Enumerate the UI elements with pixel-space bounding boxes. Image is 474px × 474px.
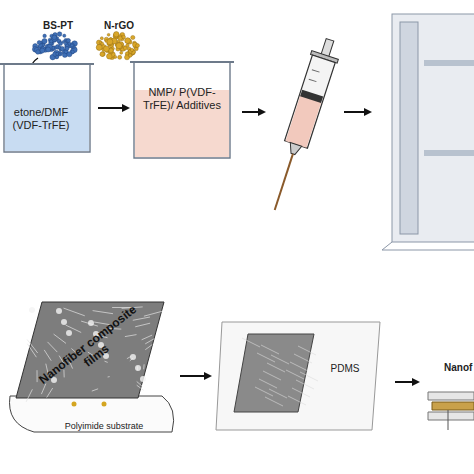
particle <box>43 34 47 38</box>
particle <box>130 48 133 51</box>
substrate-panel: Polyimide substrate Nanofiber composite f… <box>4 292 176 444</box>
particle <box>101 52 106 57</box>
particle <box>131 35 135 39</box>
particle <box>40 48 45 53</box>
particle <box>65 46 69 50</box>
particle <box>42 43 45 46</box>
particle <box>52 35 57 40</box>
particle <box>46 47 51 52</box>
process-arrow <box>242 111 264 113</box>
particle <box>50 40 53 43</box>
node-text: Polyimide substrate <box>44 420 164 433</box>
device-stack <box>428 392 474 430</box>
particle <box>60 46 64 50</box>
node-text: NMP/ P(VDF-TrFE)/ Additives <box>138 86 226 112</box>
electrospinning-apparatus <box>382 14 474 250</box>
particle <box>59 42 63 46</box>
particle <box>100 37 103 40</box>
particle <box>66 39 70 43</box>
particle <box>125 38 131 44</box>
particle <box>100 52 105 57</box>
particle <box>54 50 59 55</box>
particle <box>120 51 123 54</box>
nrgo-particles <box>96 32 139 60</box>
particle <box>107 33 110 36</box>
beaker: NMP/ P(VDF-TrFE)/ Additives <box>130 60 234 160</box>
particle <box>57 32 62 37</box>
particle <box>136 44 140 48</box>
particle <box>56 52 59 55</box>
particle <box>69 43 74 48</box>
particle <box>42 39 47 44</box>
label-text: BS-PT <box>43 20 73 31</box>
process-arrow <box>395 381 418 383</box>
syringe <box>261 35 343 214</box>
particle <box>37 41 41 45</box>
label-text: N-rGO <box>104 20 134 31</box>
particle <box>36 50 41 55</box>
label-text: Nanof <box>444 362 472 373</box>
particle <box>107 39 113 45</box>
node-outline <box>212 318 384 434</box>
film-panel: Nanofiber composite films <box>12 298 168 402</box>
pdms-panel: PDMS <box>212 318 384 434</box>
bspt-particles <box>32 32 77 60</box>
particle <box>122 35 126 39</box>
particle <box>101 42 104 45</box>
process-arrow <box>180 375 210 377</box>
particle <box>63 34 66 37</box>
particle <box>126 44 129 47</box>
node-text: etone/DMF (VDF-TrFE) <box>4 106 78 132</box>
process-arrow <box>98 107 128 109</box>
particle <box>114 32 119 37</box>
particle <box>125 38 130 43</box>
particle <box>52 46 55 49</box>
particle <box>97 45 102 50</box>
particle <box>128 54 132 58</box>
process-arrow <box>344 111 370 113</box>
particle <box>114 55 117 58</box>
beaker: etone/DMF (VDF-TrFE) <box>0 62 94 154</box>
node-text: PDMS <box>320 362 370 375</box>
particle <box>107 54 113 60</box>
particle <box>96 44 102 50</box>
particle <box>67 39 71 43</box>
particle <box>118 55 122 59</box>
particle <box>67 52 72 57</box>
particle <box>116 43 122 49</box>
particle <box>104 46 110 52</box>
